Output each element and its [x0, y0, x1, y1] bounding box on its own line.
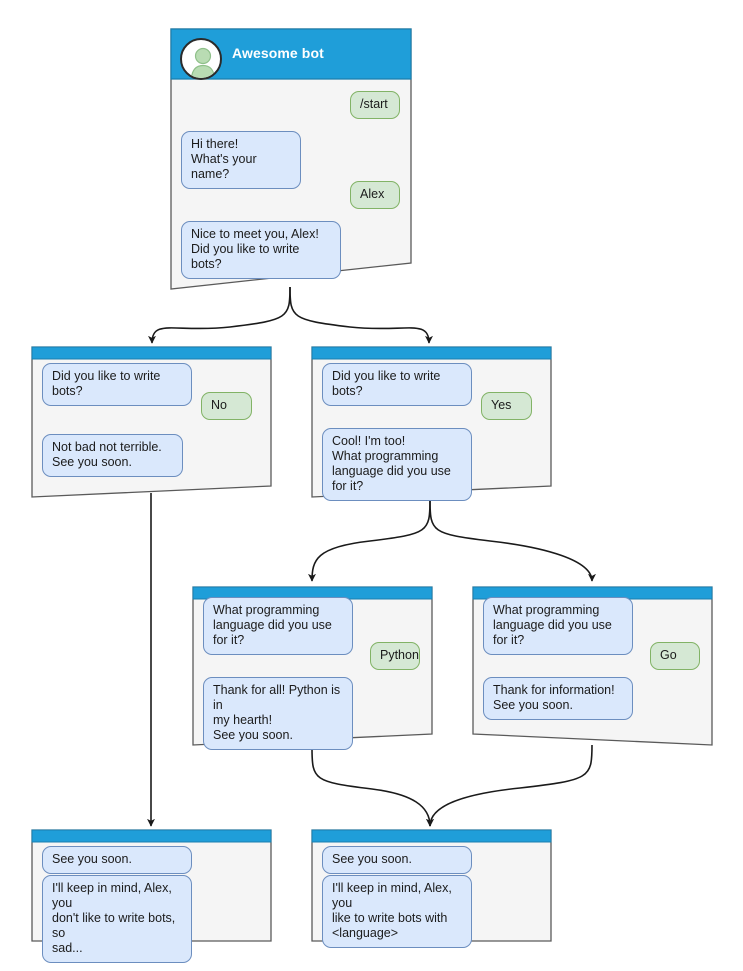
person-icon: [191, 47, 215, 78]
node-answer-yes-screen[interactable]: Did you like to write bots? Yes Cool! I'…: [311, 346, 552, 501]
node-content: Did you like to write bots? Yes Cool! I'…: [311, 346, 552, 501]
message-bubble-bot: Did you like to write bots?: [42, 363, 192, 406]
message-bubble-bot: I'll keep in mind, Alex, you don't like …: [42, 875, 192, 963]
message-bubble-bot: See you soon.: [322, 846, 472, 874]
message-bubble-bot: Thank for information! See you soon.: [483, 677, 633, 720]
message-bubble-user: Yes: [481, 392, 532, 420]
message-bubble-bot: I'll keep in mind, Alex, you like to wri…: [322, 875, 472, 948]
node-content: Did you like to write bots? No Not bad n…: [31, 346, 272, 498]
node-content: What programming language did you use fo…: [192, 586, 433, 750]
node-farewell-no-screen[interactable]: See you soon. I'll keep in mind, Alex, y…: [31, 829, 272, 963]
node-start-screen[interactable]: Awesome bot /start Hi there! What's your…: [170, 28, 412, 290]
message-bubble-bot: Not bad not terrible. See you soon.: [42, 434, 183, 477]
message-bubble-bot: Nice to meet you, Alex! Did you like to …: [181, 221, 341, 279]
message-bubble-user: Go: [650, 642, 700, 670]
message-bubble-bot: See you soon.: [42, 846, 192, 874]
edge-yes-to-python: [308, 499, 431, 582]
edge-start-to-no: [148, 286, 291, 344]
node-farewell-yes-screen[interactable]: See you soon. I'll keep in mind, Alex, y…: [311, 829, 552, 948]
node-language-python-screen[interactable]: What programming language did you use fo…: [192, 586, 433, 750]
message-bubble-user: No: [201, 392, 252, 420]
node-language-go-screen[interactable]: What programming language did you use fo…: [472, 586, 713, 746]
node-title: Awesome bot: [232, 45, 324, 61]
node-content: What programming language did you use fo…: [472, 586, 713, 746]
edge-go-to-farewell: [426, 744, 593, 827]
message-bubble-user: Alex: [350, 181, 400, 209]
message-bubble-bot: What programming language did you use fo…: [203, 597, 353, 655]
message-bubble-bot: Did you like to write bots?: [322, 363, 472, 406]
message-bubble-bot: Hi there! What's your name?: [181, 131, 301, 189]
message-bubble-bot: What programming language did you use fo…: [483, 597, 633, 655]
message-bubble-bot: Thank for all! Python is in my hearth! S…: [203, 677, 353, 750]
node-content: See you soon. I'll keep in mind, Alex, y…: [311, 829, 552, 948]
edge-yes-to-go: [429, 499, 596, 582]
edge-start-to-yes: [289, 286, 433, 344]
node-content: See you soon. I'll keep in mind, Alex, y…: [31, 829, 272, 963]
message-bubble-user: /start: [350, 91, 400, 119]
message-bubble-user: Python: [370, 642, 420, 670]
avatar: [180, 38, 222, 80]
edge-python-to-farewell: [311, 747, 434, 827]
node-content: Awesome bot /start Hi there! What's your…: [170, 28, 412, 290]
message-bubble-bot: Cool! I'm too! What programming language…: [322, 428, 472, 501]
node-answer-no-screen[interactable]: Did you like to write bots? No Not bad n…: [31, 346, 272, 498]
